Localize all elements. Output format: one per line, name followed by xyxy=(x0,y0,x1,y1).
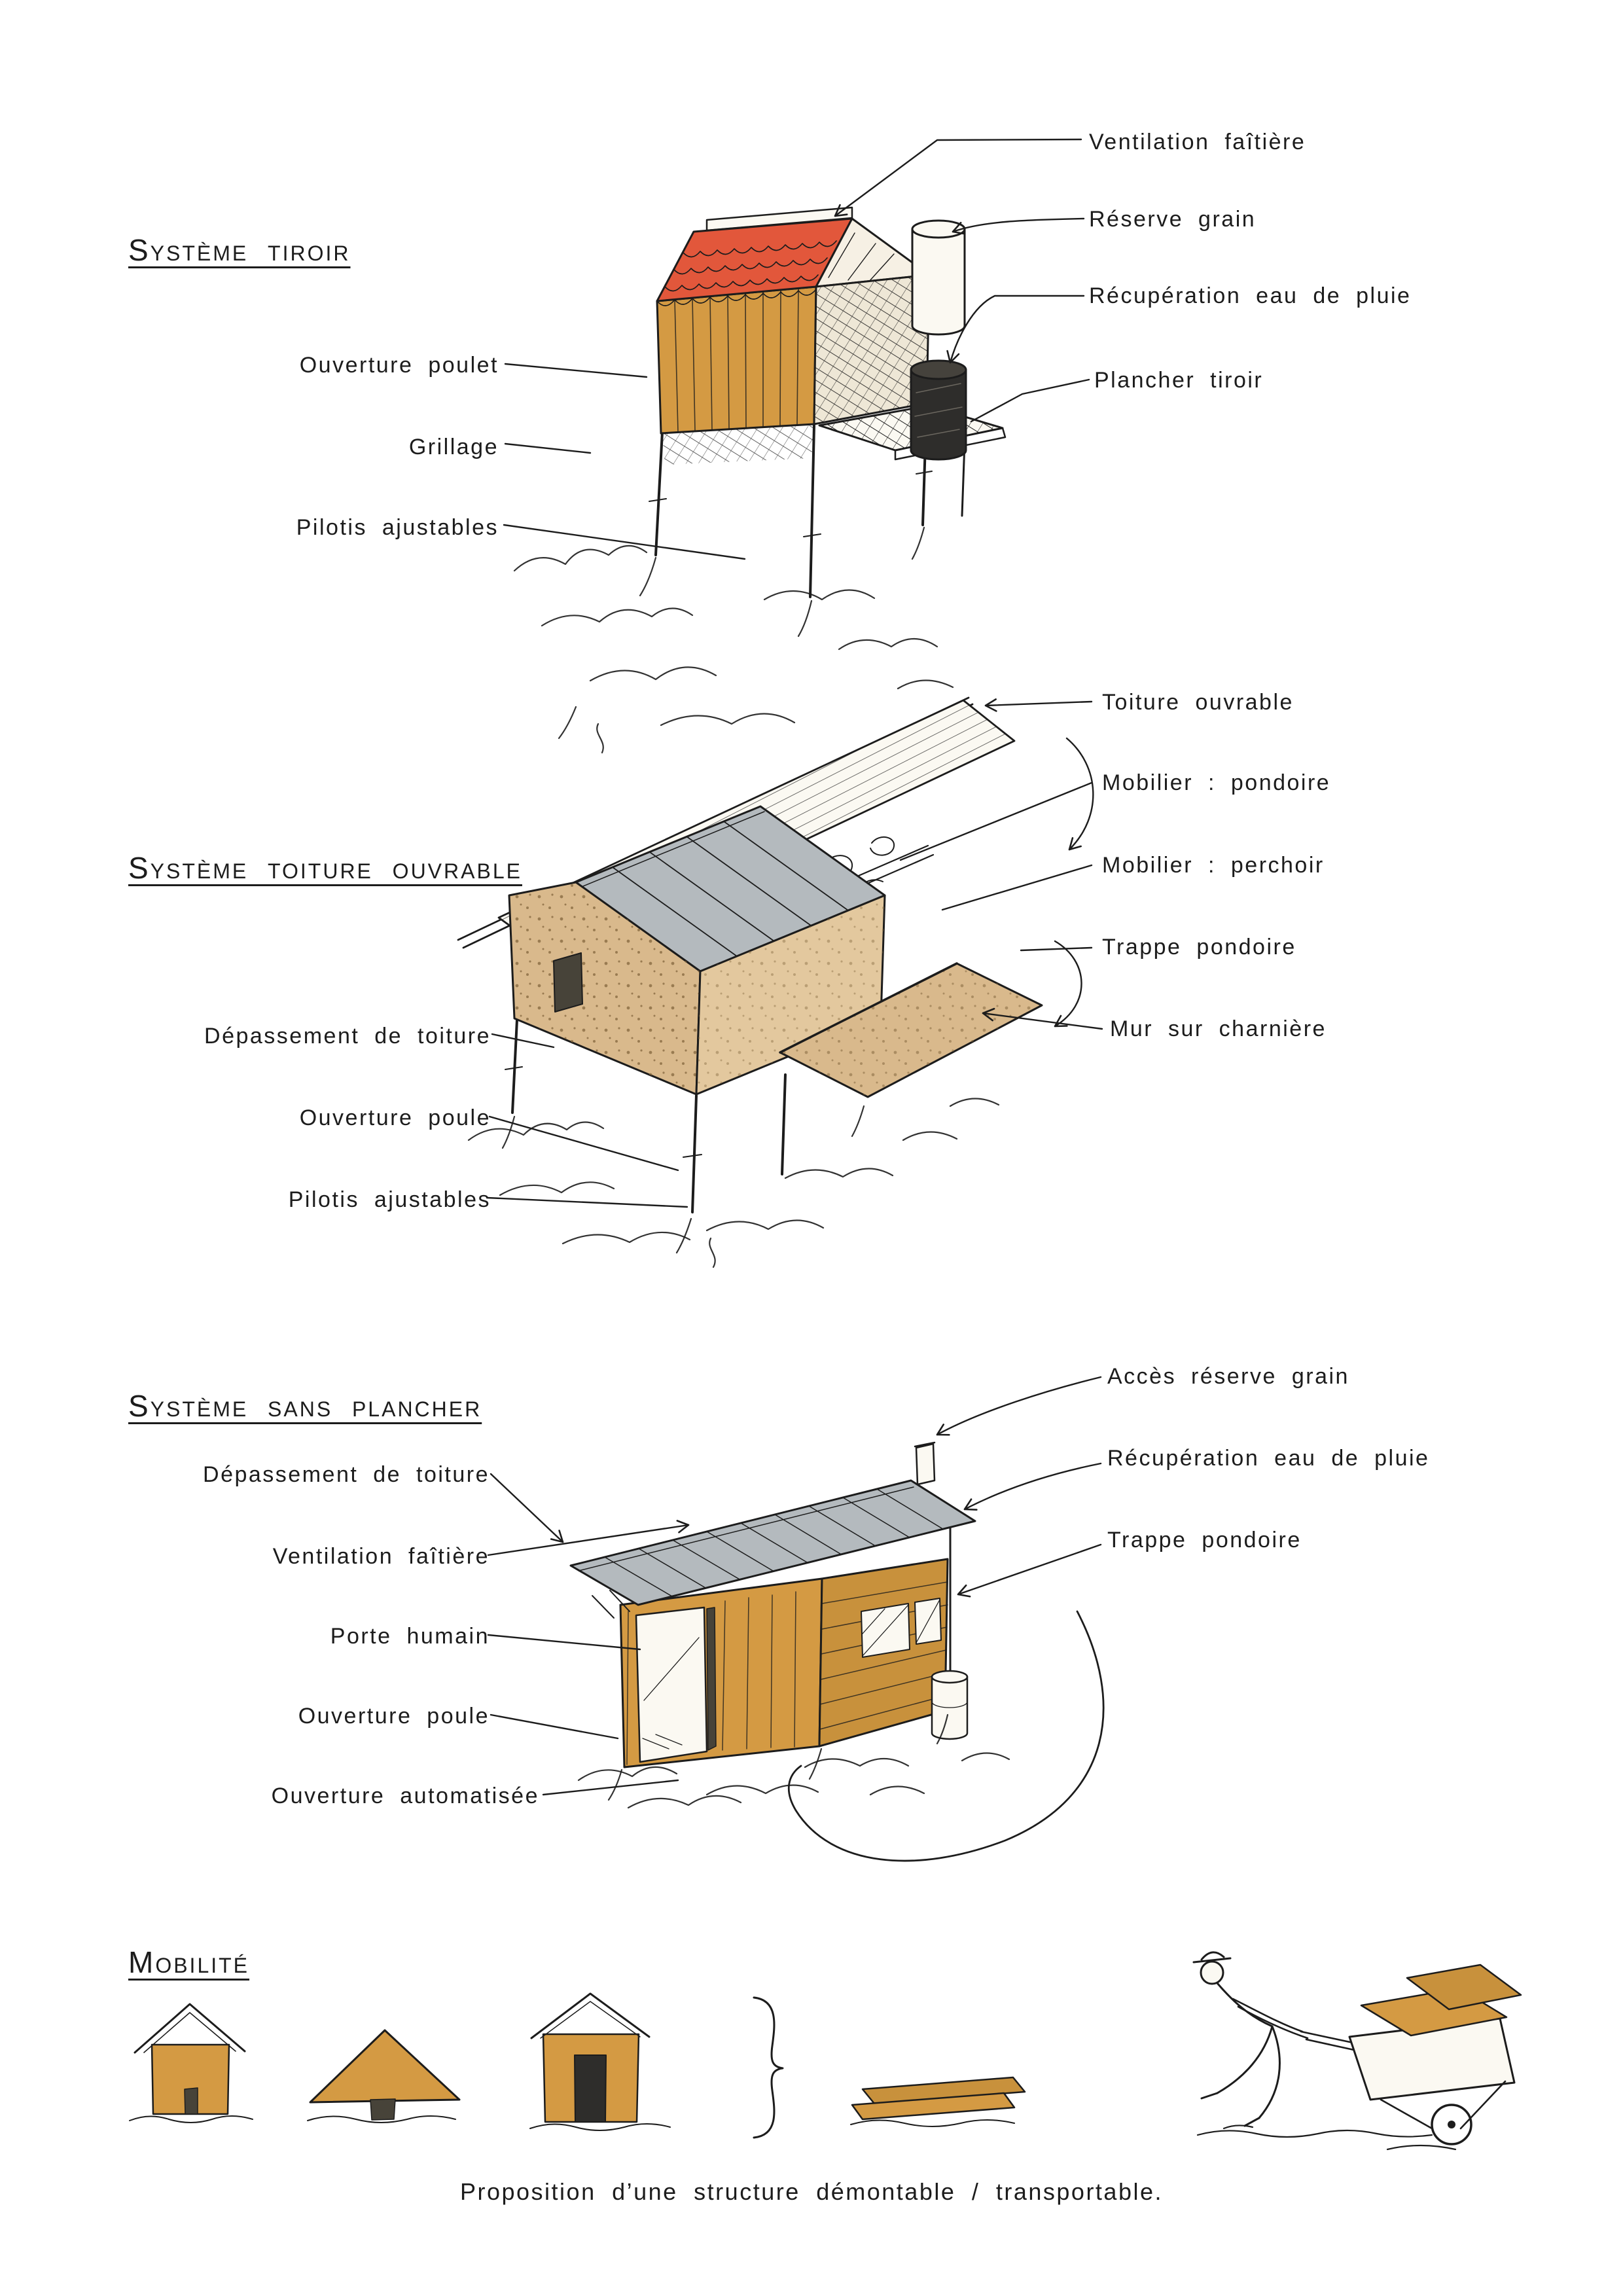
small-house-icon xyxy=(129,2003,253,2123)
label-ouverture-poule-1: Ouverture poule xyxy=(299,1105,491,1130)
label-depassement-toiture-1: Dépassement de toiture xyxy=(204,1024,491,1049)
label-toiture-ouvrable: Toiture ouvrable xyxy=(1102,690,1294,715)
label-grillage: Grillage xyxy=(408,435,499,459)
label-mobilier-perchoir: Mobilier : perchoir xyxy=(1102,853,1325,878)
label-pilotis-ajustables-1: Pilotis ajustables xyxy=(296,515,499,540)
section-title-mobilite: Mobilité xyxy=(128,1945,250,1980)
leader-lines-toiture xyxy=(486,698,1103,1208)
section-title-sans-plancher: Système sans plancher xyxy=(128,1389,482,1424)
coop-sans-plancher-sketch xyxy=(569,1441,1105,1862)
coop-tiroir-sketch xyxy=(513,206,1007,754)
wide-roof-icon xyxy=(307,2029,461,2123)
label-recuperation-eau-2: Récupération eau de pluie xyxy=(1107,1446,1430,1471)
label-recuperation-eau-1: Récupération eau de pluie xyxy=(1089,283,1412,308)
coop-toiture-ouvrable-sketch xyxy=(457,696,1043,1268)
label-mur-sur-charniere: Mur sur charnière xyxy=(1110,1016,1327,1041)
label-trappe-pondoire-1: Trappe pondoire xyxy=(1102,935,1296,960)
house-door-icon xyxy=(529,1992,671,2131)
label-ventilation-faitiere: Ventilation faîtière xyxy=(1089,130,1306,154)
label-porte-humain: Porte humain xyxy=(330,1624,490,1649)
leader-lines-tiroir xyxy=(503,138,1090,560)
label-reserve-grain: Réserve grain xyxy=(1089,207,1257,232)
mobilite-sketch xyxy=(129,1951,1522,2151)
brace-glyph xyxy=(753,1996,784,2139)
label-plancher-tiroir: Plancher tiroir xyxy=(1094,368,1264,393)
label-pilotis-ajustables-2: Pilotis ajustables xyxy=(288,1187,491,1212)
label-ouverture-automatisee: Ouverture automatisée xyxy=(271,1784,539,1808)
label-mobilier-pondoire: Mobilier : pondoire xyxy=(1102,770,1331,795)
label-ouverture-poule-2: Ouverture poule xyxy=(298,1704,490,1729)
bottom-caption: Proposition d’une structure démontable /… xyxy=(459,2178,1163,2205)
label-trappe-pondoire-2: Trappe pondoire xyxy=(1107,1528,1302,1552)
label-acces-reserve-grain: Accès réserve grain xyxy=(1107,1364,1349,1389)
leader-lines-sans-plancher xyxy=(487,1376,1102,1796)
figure-wheelbarrow xyxy=(1192,1951,1522,2151)
planks-pile xyxy=(850,2076,1026,2127)
section-title-toiture-ouvrable: Système toiture ouvrable xyxy=(128,851,522,886)
section-title-systeme-tiroir: Système tiroir xyxy=(128,233,351,268)
label-depassement-toiture-2: Dépassement de toiture xyxy=(203,1462,490,1487)
label-ouverture-poulet: Ouverture poulet xyxy=(299,353,499,378)
label-ventilation-faitiere-2: Ventilation faîtière xyxy=(272,1544,490,1569)
